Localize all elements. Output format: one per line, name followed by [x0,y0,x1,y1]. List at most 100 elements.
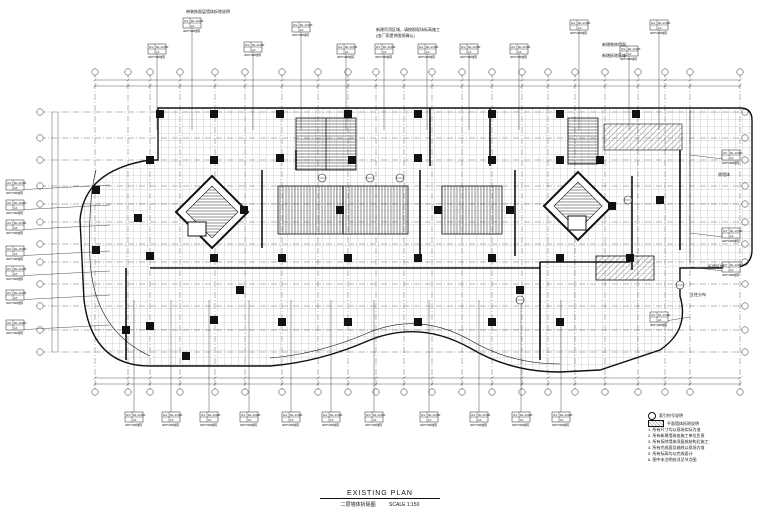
axis-bubble-bottom [176,388,184,396]
tag-level: DL-0.000 [383,45,396,49]
axis-bubble-top [314,68,322,76]
escalator-right [441,185,503,235]
tag-sub: LF [300,28,304,32]
tag-sub: LF [658,26,662,30]
tag-level: DL-0.000 [14,291,27,295]
tag-code: GV [338,45,342,49]
tag-level: DL-0.000 [208,413,221,417]
axis-bubble-top [458,68,466,76]
tag-ref: 300*300地砖 [722,272,739,277]
tag-sub: LF [14,296,18,300]
hatch-swatch-icon [648,420,664,427]
axis-bubble-bottom [428,388,436,396]
tag-code: GV [621,47,625,51]
callout-texts: 带装饰面层墙体拆除说明 新建吊顶区域，请按照现场标高施工 (由厂家提供图纸确认)… [186,8,730,297]
callout-right-low: 拆墙区域 [708,263,724,269]
axis-bubble-right [741,280,749,288]
column [122,326,130,334]
tag-ref: 300*300地砖 [6,230,23,235]
tag-sub: LF [468,50,472,54]
tag-sub: LF [730,234,734,238]
tag-sub: LF [478,418,482,422]
tag-code: GV [241,413,245,417]
drawing-subtitle: 二层墙体拆除图 [340,502,376,508]
column [556,110,564,118]
column [414,110,422,118]
tag-sub: LF [290,418,294,422]
tag-ref: 300*300地砖 [6,190,23,195]
legend-item: 平面墙体拆除说明 [648,420,754,427]
tag-code: GV [245,43,249,47]
tag-code: GV [293,23,297,27]
tag-ref: 300*300地砖 [460,54,477,59]
column [488,156,496,164]
column [210,110,218,118]
section-marker-icon [395,173,405,183]
column [182,352,190,360]
column [336,206,344,214]
axis-bubble-bottom [488,388,496,396]
tag-ref: 300*300地砖 [6,330,23,335]
tag-level: DL-0.000 [170,413,183,417]
drawing-scale: SCALE 1:150 [389,502,420,508]
axis-bubble-bottom [241,388,249,396]
tag-code: GV [7,291,11,295]
column [516,286,524,294]
tag-code: GV [461,45,465,49]
axis-bubble-bottom [344,388,352,396]
tag-sub: LF [330,418,334,422]
legend-note: 6. 图中未注明处详见节点图 [648,457,697,462]
tag-level: DL-0.000 [133,413,146,417]
section-marker-icon [515,295,525,305]
column [656,196,664,204]
tag-sub: LF [170,418,174,422]
tag-level: DL-0.000 [730,263,743,267]
column [414,154,422,162]
tag-level: DL-0.000 [426,45,439,49]
tag-level: DL-0.000 [156,45,169,49]
tag-sub: LF [520,418,524,422]
tag-code: GV [421,413,425,417]
column [92,186,100,194]
tag-ref: 300*300地砖 [722,160,739,165]
tag-code: GV [126,413,130,417]
tag-level: DL-0.000 [191,19,204,23]
tag-sub: LF [156,50,160,54]
legend-note: 2. 所有新建墙体由施工单位负责 [648,433,705,438]
axis-bubble-top [736,68,744,76]
column [632,110,640,118]
tag-sub: LF [345,50,349,54]
column [414,318,422,326]
axis-bubble-left [36,258,44,266]
callout-top-right-2: 新增拆除区域 [602,52,626,58]
tag-sub: LF [133,418,137,422]
section-marker-icon [623,195,633,205]
legend-item-label: 平面墙体拆除说明 [667,420,699,426]
stair-core-left [295,117,357,171]
axis-bubble-top [571,68,579,76]
tag-ref: 300*300地砖 [6,300,23,305]
tag-ref: 300*300地砖 [292,32,309,37]
callout-top-center: 新建吊顶区域，请按照现场标高施工 [376,26,440,32]
tag-code: GV [723,151,727,155]
axis-bubble-top [518,68,526,76]
axis-bubble-bottom [458,388,466,396]
axis-bubble-top [428,68,436,76]
column [608,202,616,210]
axis-bubble-top [91,68,99,76]
tag-code: GV [323,413,327,417]
tag-ref: 300*300地砖 [420,422,437,427]
tag-ref: 300*300地砖 [418,54,435,59]
